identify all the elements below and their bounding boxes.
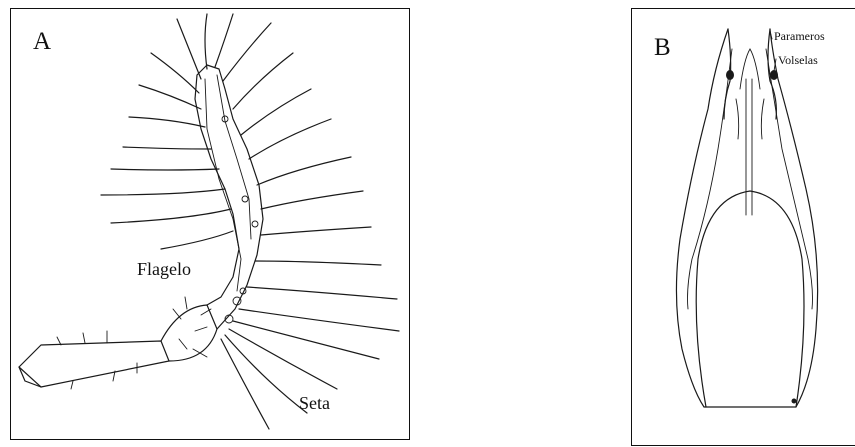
central-tip — [740, 49, 760, 89]
genitalia-outline — [676, 29, 817, 407]
label-seta: Seta — [299, 393, 330, 414]
panel-b: B Parameros Volselas — [631, 8, 855, 446]
sensillum — [242, 196, 248, 202]
central-column — [746, 79, 752, 215]
flagellum-inner-2 — [217, 75, 251, 239]
label-volselas: Volselas — [778, 53, 818, 68]
aedeagus — [696, 191, 804, 407]
volsella-detail — [792, 399, 797, 404]
antenna-pedicel — [161, 305, 217, 361]
genitalia-drawing — [632, 9, 855, 447]
antenna-drawing — [11, 9, 411, 441]
panel-a: A — [10, 8, 410, 440]
label-flagelo: Flagelo — [137, 259, 191, 280]
label-parameros: Parameros — [774, 29, 825, 44]
antenna-scape — [19, 341, 169, 387]
central-inner — [736, 99, 764, 139]
volsella-left — [726, 70, 734, 80]
genitalia-inner — [688, 49, 733, 309]
sensillum — [252, 221, 258, 227]
antenna-flagellum — [195, 65, 263, 329]
volsella-right — [770, 70, 778, 80]
